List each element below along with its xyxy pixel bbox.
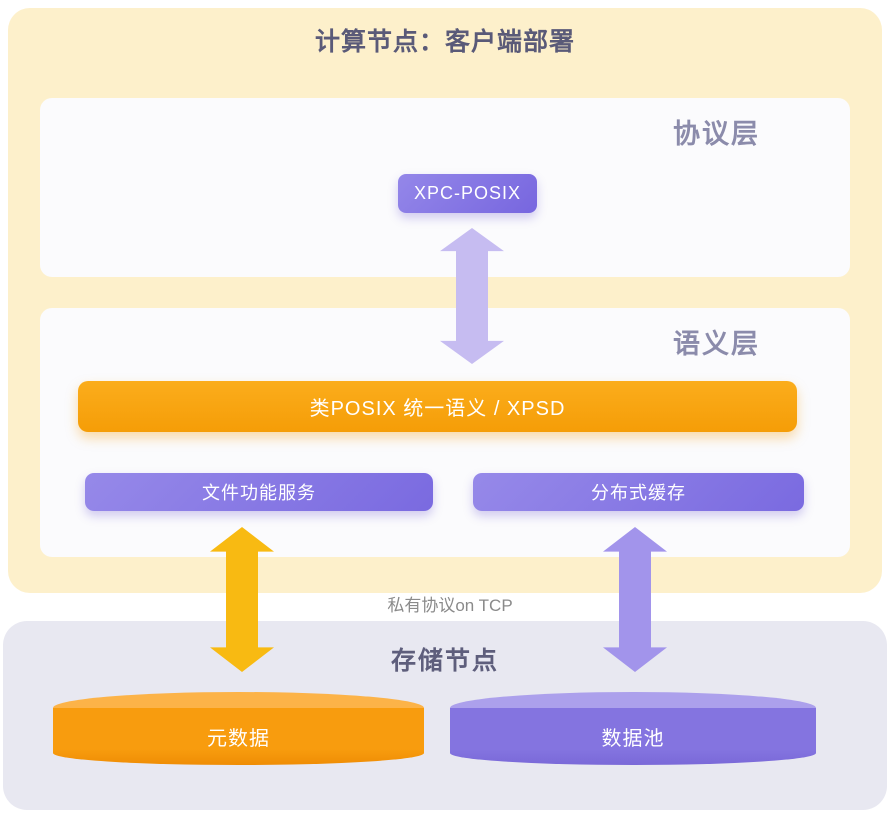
posix-semantics-bar: 类POSIX 统一语义 / XPSD bbox=[78, 381, 797, 432]
storage-node-title: 存储节点 bbox=[390, 647, 499, 675]
tcp-protocol-label: 私有协议on TCP bbox=[387, 596, 513, 615]
semantic-layer-box: 语义层 类POSIX 统一语义 / XPSD 文件功能服务 分布式缓存 bbox=[40, 308, 850, 557]
fileservice-metadata-arrow-icon bbox=[210, 527, 274, 672]
metadata-cylinder: 元数据 bbox=[53, 692, 424, 765]
protocol-layer-label: 协议层 bbox=[673, 119, 760, 149]
file-service-node: 文件功能服务 bbox=[85, 473, 433, 511]
compute-node-container: 计算节点：客户端部署 协议层 XPC-POSIX 语义层 类POSIX 统一语义… bbox=[8, 8, 882, 593]
xpc-posix-node: XPC-POSIX bbox=[398, 174, 537, 213]
distributed-cache-node: 分布式缓存 bbox=[473, 473, 804, 511]
datapool-cylinder-label: 数据池 bbox=[450, 708, 816, 765]
cache-datapool-arrow-icon bbox=[603, 527, 667, 672]
storage-node-container: 存储节点 元数据 数据池 bbox=[3, 621, 887, 810]
semantic-layer-label: 语义层 bbox=[673, 329, 760, 359]
datapool-cylinder: 数据池 bbox=[450, 692, 816, 765]
metadata-cylinder-label: 元数据 bbox=[53, 708, 424, 765]
protocol-layer-box: 协议层 XPC-POSIX bbox=[40, 98, 850, 277]
compute-node-title: 计算节点：客户端部署 bbox=[314, 28, 575, 56]
